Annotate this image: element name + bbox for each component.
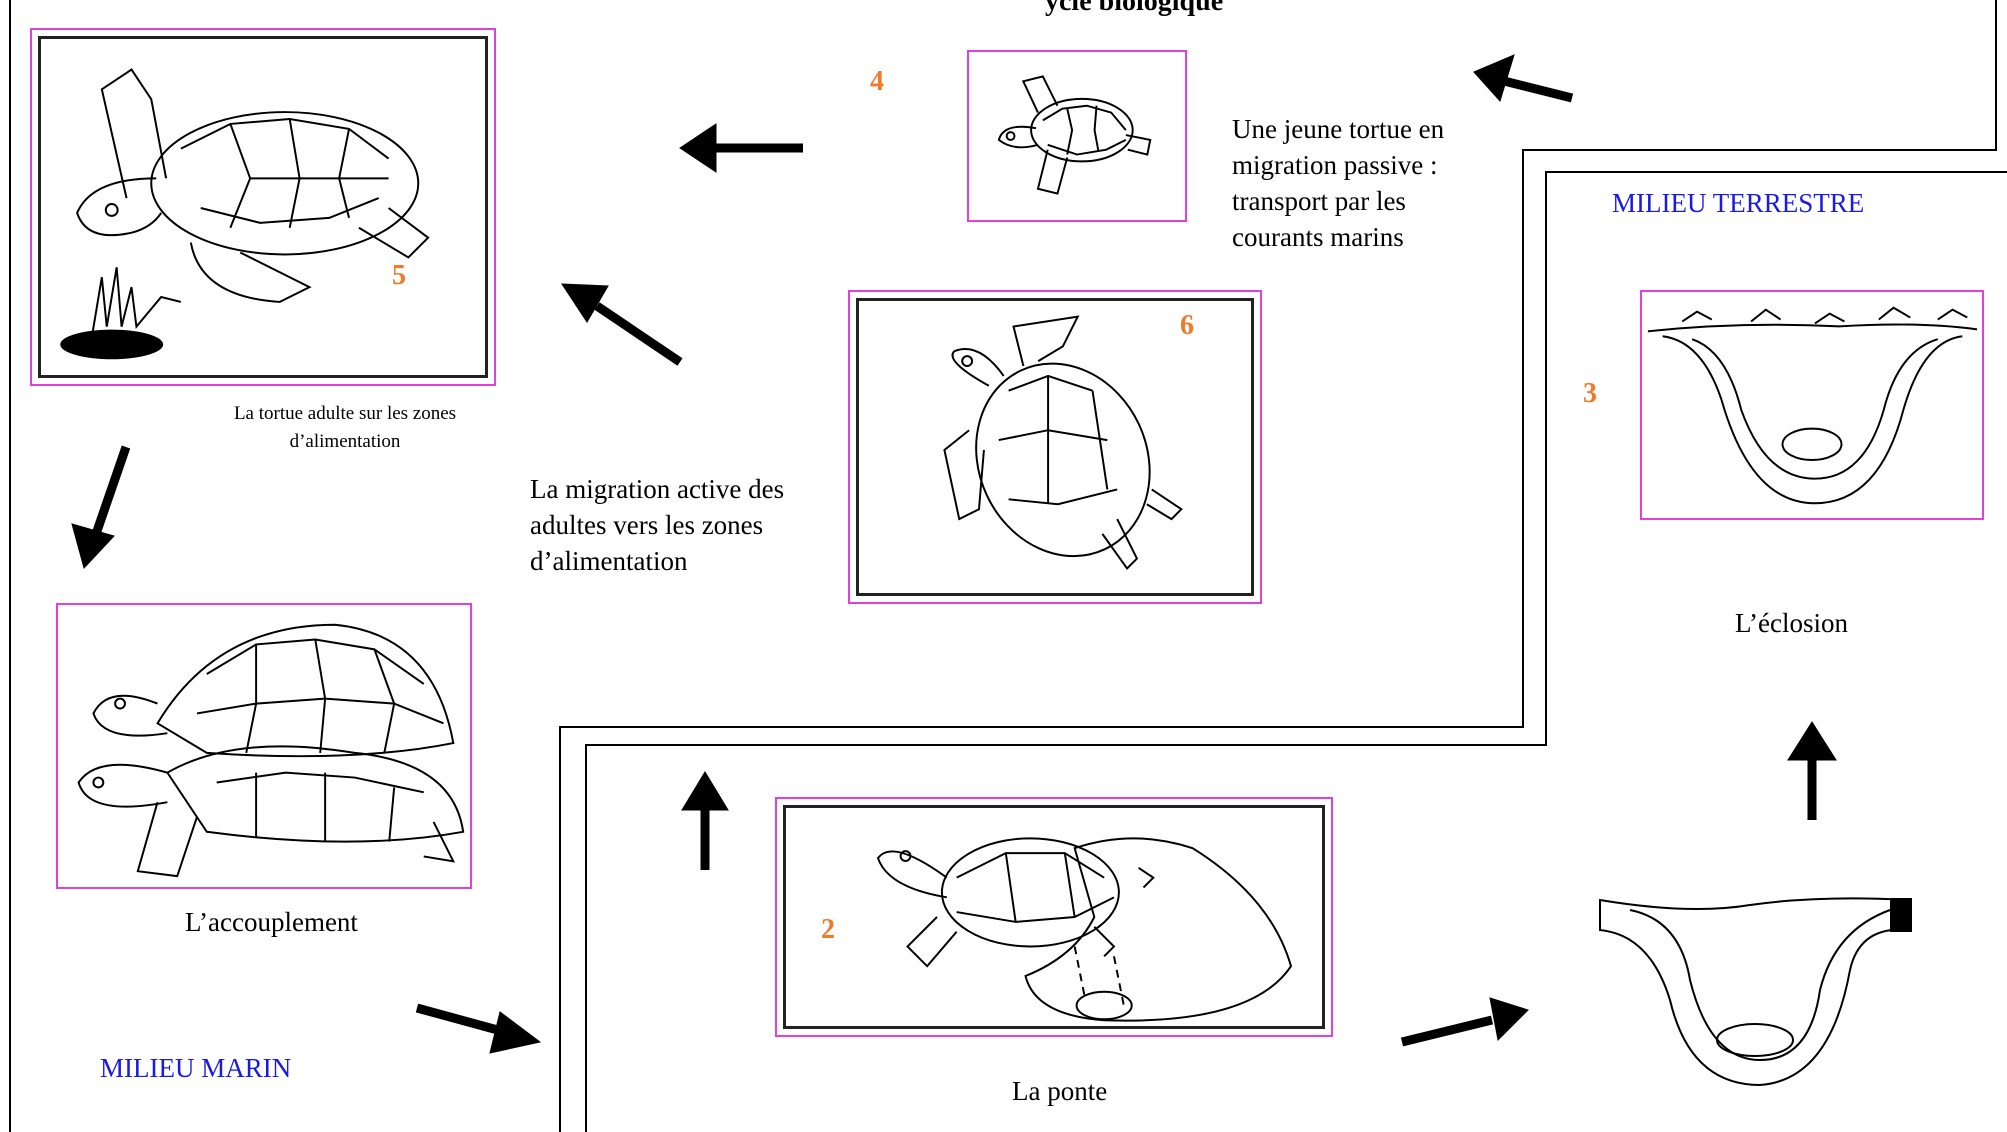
hatching-nest-drawing — [1647, 306, 1978, 505]
nest-drawing — [1599, 897, 1912, 1087]
arrow-to-adult-feeding — [679, 123, 803, 173]
hatching-caption: L’éclosion — [1735, 608, 1848, 638]
laying-turtle-drawing — [876, 837, 1293, 1022]
stage-number-4: 4 — [870, 66, 884, 97]
stage-number-3: 3 — [1583, 378, 1597, 409]
arrow-up-from-laying — [681, 771, 729, 870]
juvenile-image — [967, 50, 1187, 222]
arrow-to-mating — [71, 445, 131, 569]
mating-caption: L’accouplement — [185, 907, 358, 937]
adult-migration-image: 6 — [848, 290, 1262, 604]
laying-caption: La ponte — [1012, 1076, 1108, 1106]
juvenile-caption: Une jeune tortue en migration passive : … — [1232, 114, 1445, 252]
adult-turtle-drawing — [60, 68, 430, 360]
stage-number-2: 2 — [821, 914, 835, 945]
adult-feeding-caption: La tortue adulte sur les zones d’aliment… — [233, 403, 457, 452]
mating-turtles-drawing — [77, 623, 465, 878]
adult-migration-caption: La migration active des adultes vers les… — [530, 474, 785, 576]
arrow-to-juvenile — [1473, 54, 1574, 103]
juvenile-turtle-drawing — [997, 75, 1152, 195]
marine-environment-label: MILIEU MARIN — [100, 1053, 292, 1083]
boundary-outer-line — [559, 0, 1997, 1132]
nest-marker — [1890, 898, 1912, 932]
arrow-to-nest — [1400, 997, 1529, 1047]
migrating-turtle-drawing — [943, 315, 1183, 570]
boundary-inner-line — [585, 171, 2007, 1132]
seagrass-shadow — [60, 329, 164, 360]
laying-image: 2 — [775, 797, 1333, 1037]
diagram-title: ycle biologique — [1045, 0, 1224, 17]
adult-feeding-image: 5 — [30, 28, 496, 386]
arrow-adult-migration — [561, 283, 683, 366]
arrow-to-laying — [415, 1003, 542, 1054]
terrestrial-environment-label: MILIEU TERRESTRE — [1612, 188, 1865, 218]
stage-number-5: 5 — [392, 260, 406, 291]
hatching-image — [1640, 290, 1984, 520]
arrow-to-hatching — [1787, 721, 1837, 820]
mating-image — [56, 603, 472, 889]
stage-number-6: 6 — [1180, 310, 1194, 341]
